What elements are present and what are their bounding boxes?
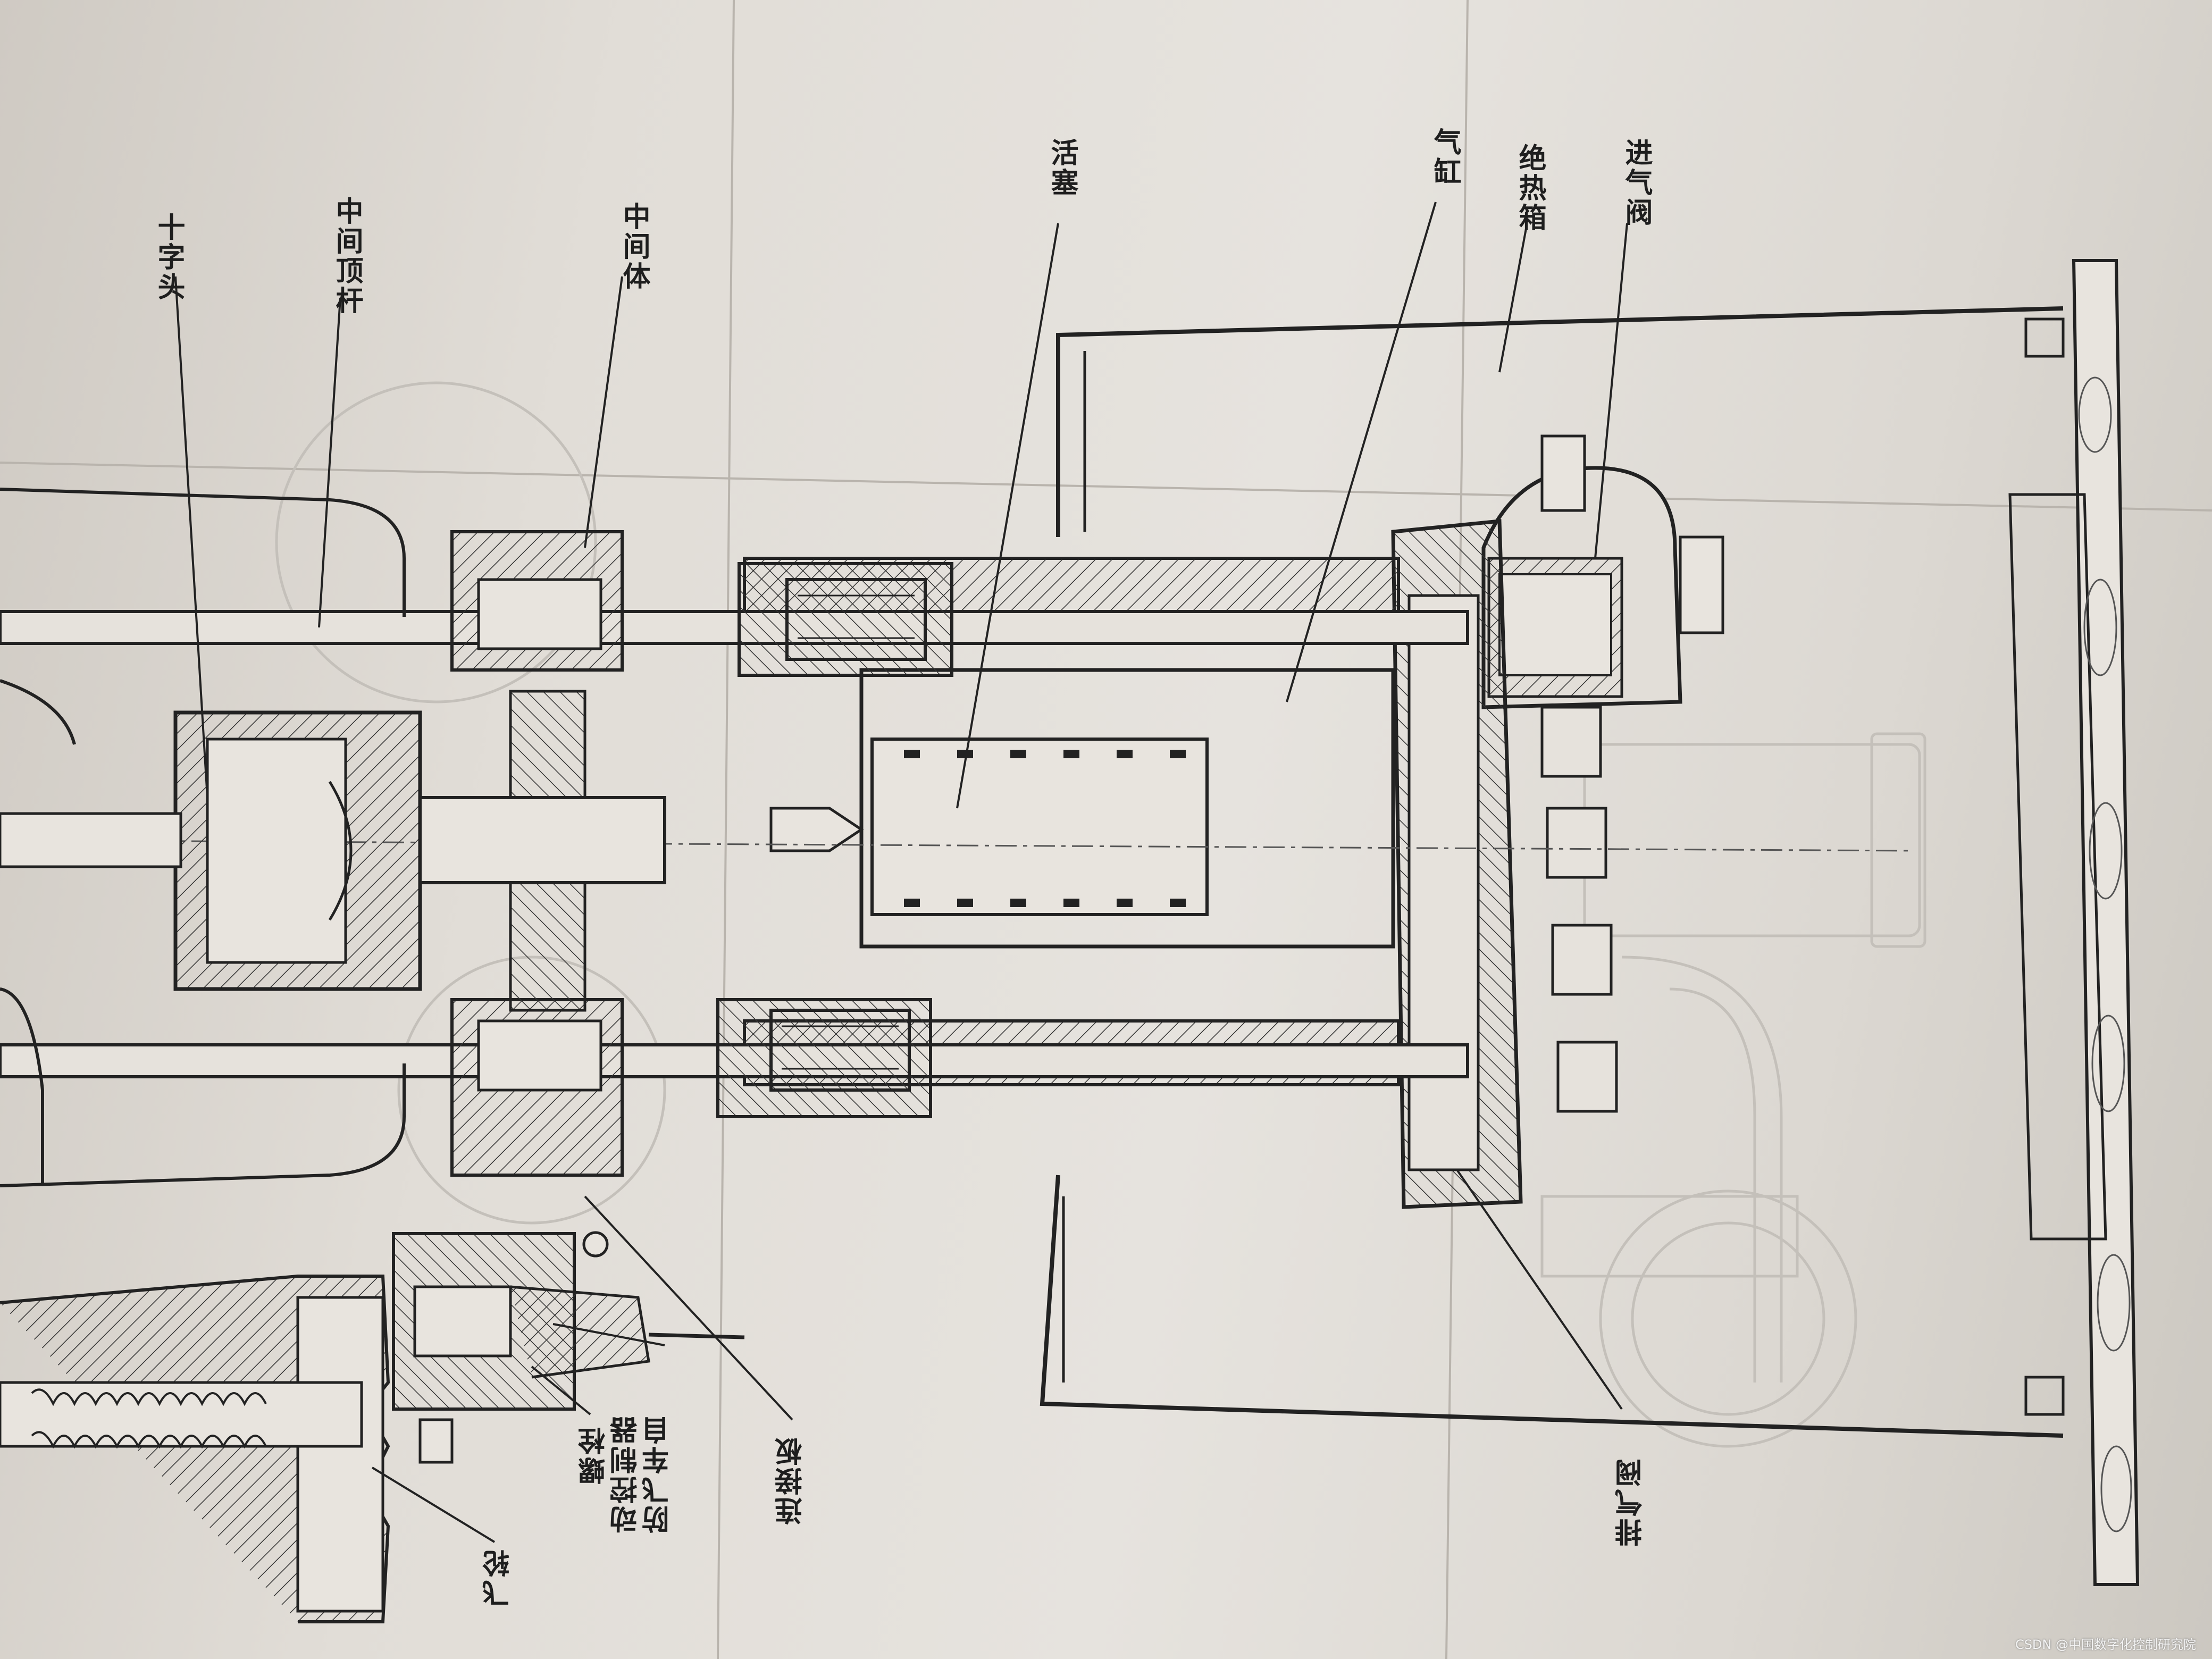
watermark: CSDN @中国数字化控制研究院 (2015, 1637, 2196, 1652)
label-insulation-box: 绝热箱 (1514, 144, 1546, 233)
label-cylinder: 气缸 (1429, 128, 1461, 187)
middle-body (450, 530, 624, 1177)
label-exhaust-valve: 排气阀 (1615, 1457, 1647, 1546)
label-bolt: 螺栓 (578, 1425, 610, 1485)
insulation-box (1040, 306, 2064, 1438)
base-rail (2008, 259, 2140, 1586)
label-flywheel: 飞轮 (482, 1547, 515, 1607)
leader-lines (174, 202, 1628, 1543)
overspeed-controller (392, 1231, 745, 1464)
inlet-valve-housing (1481, 434, 1724, 709)
label-crosshead: 十字头 (153, 213, 185, 302)
flywheel-assembly (0, 1275, 390, 1623)
label-middle-body: 中间体 (618, 202, 650, 291)
label-piston: 活塞 (1046, 138, 1078, 198)
push-rods (0, 562, 1469, 1118)
crosshead (0, 710, 666, 991)
label-middle-push-rod: 中间顶杆 (331, 197, 363, 316)
label-inlet-valve: 进气阀 (1620, 138, 1653, 228)
label-connecting-plate: 连接板 (775, 1436, 807, 1525)
frame (0, 488, 406, 1187)
